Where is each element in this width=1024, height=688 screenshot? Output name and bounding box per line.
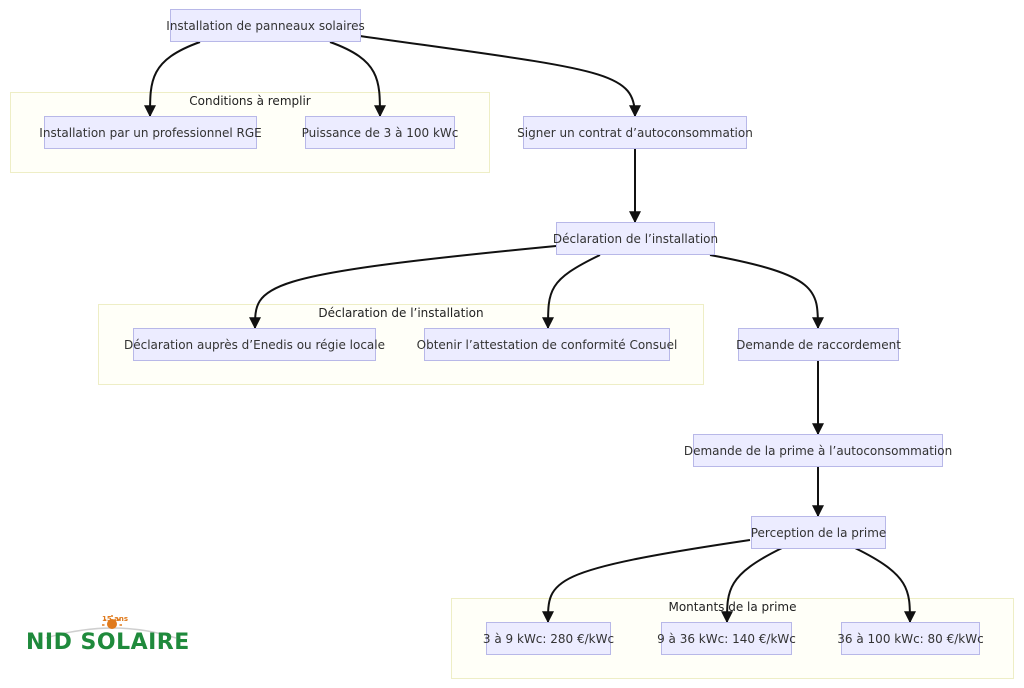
edge-perception-m1: [542, 539, 751, 624]
node-enedis: Déclaration auprès d’Enedis ou régie loc…: [124, 328, 385, 361]
node-raccordement: Demande de raccordement: [736, 328, 901, 361]
logo-text: NID SOLAIRE: [26, 630, 190, 655]
nid-solaire-logo: 15 ans NID SOLAIRE: [26, 614, 198, 660]
edge-perception-m2: [721, 547, 783, 624]
node-montant-9-36: 9 à 36 kWc: 140 €/kWc: [657, 622, 796, 655]
node-rge: Installation par un professionnel RGE: [39, 116, 262, 149]
edge-declaration-enedis: [249, 245, 557, 330]
edge-root-contrat: [359, 35, 641, 118]
edge-root-puissance: [329, 41, 386, 118]
edge-perception-m3: [854, 547, 916, 624]
node-montant-36-100: 36 à 100 kWc: 80 €/kWc: [837, 622, 984, 655]
node-contrat: Signer un contrat d’autoconsommation: [517, 116, 753, 149]
node-declaration: Déclaration de l’installation: [553, 222, 718, 255]
cluster-montants-title: Montants de la prime: [668, 600, 797, 614]
node-puissance: Puissance de 3 à 100 kWc: [302, 116, 458, 149]
cluster-conditions-title: Conditions à remplir: [189, 94, 311, 108]
node-prime: Demande de la prime à l’autoconsommation: [684, 434, 952, 467]
node-root: Installation de panneaux solaires: [166, 9, 365, 42]
node-consuel: Obtenir l’attestation de conformité Cons…: [417, 328, 677, 361]
node-perception: Perception de la prime: [751, 516, 886, 549]
sun-icon: [45, 615, 177, 639]
edge-declaration-consuel: [542, 254, 601, 330]
logo-badge: 15 ans: [102, 615, 129, 623]
edge-declaration-raccordement: [709, 254, 824, 330]
cluster-declaration-title: Déclaration de l’installation: [318, 306, 484, 320]
edge-root-rge: [144, 41, 201, 118]
node-montant-3-9: 3 à 9 kWc: 280 €/kWc: [483, 622, 614, 655]
